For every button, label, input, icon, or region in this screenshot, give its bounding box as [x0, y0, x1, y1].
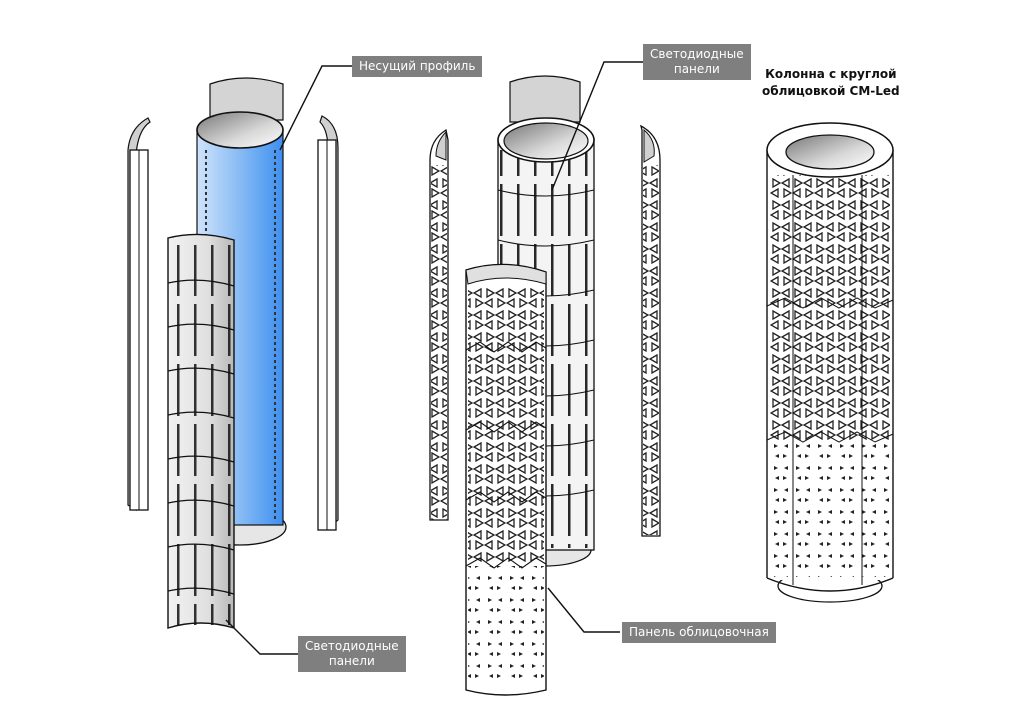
leader-led-panels-top	[551, 61, 644, 191]
leader-led-panels-bottom	[225, 619, 298, 655]
exploded-column-with-core	[127, 77, 339, 629]
callout-cladding-panel: Панель облицовочная	[622, 622, 776, 643]
leader-bearing-profile	[279, 65, 352, 151]
callout-led-panels-bottom: Светодиодные панели	[298, 636, 406, 672]
blue-core-cylinder	[196, 111, 284, 526]
diagram-title: Колонна с круглой облицовкой CM-Led	[762, 67, 900, 98]
left-cladding-strip	[429, 128, 449, 521]
cladding-panel	[465, 263, 547, 696]
callout-bearing-profile: Несущий профиль	[352, 56, 483, 77]
led-panel-segment	[167, 233, 235, 629]
assembled-column	[766, 122, 894, 603]
leader-cladding-panel	[547, 587, 620, 633]
left-profile-strip	[127, 117, 151, 512]
exploded-column-with-led	[429, 75, 661, 696]
callout-led-panels-top: Светодиодные панели	[643, 44, 751, 80]
right-profile-strip	[317, 115, 339, 531]
perforated-cladding-cylinder	[766, 122, 894, 603]
leader-lines	[225, 61, 644, 655]
right-cladding-strip	[640, 124, 661, 537]
